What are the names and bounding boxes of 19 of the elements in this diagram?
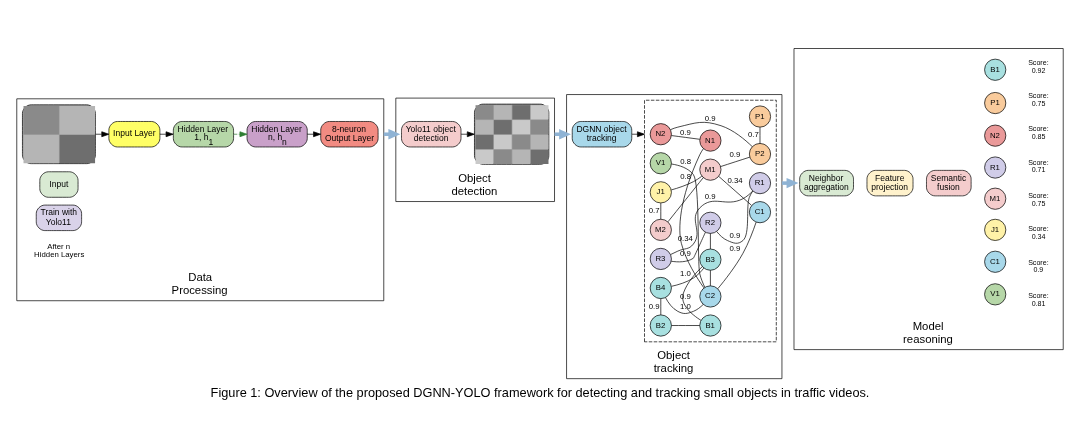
edge-label: 0.9 <box>679 248 691 258</box>
caption: Figure 1: Overview of the proposed DGNN-YOLO framework for detecting and tracking small objects in traffic videos. <box>210 384 870 400</box>
edge-label: 0.7 <box>648 205 660 215</box>
edge-label: 0.34 <box>727 175 743 185</box>
edge-label: 1.0 <box>679 268 691 278</box>
edge-label: 0.34 <box>677 233 693 243</box>
edge-label: 0.9 <box>729 230 741 240</box>
edge-label: 0.9 <box>729 149 741 159</box>
label: After n Hidden Layers <box>34 241 85 259</box>
edge-label: 0.7 <box>747 129 759 139</box>
edge-label: 0.9 <box>729 243 741 253</box>
edge-label: 0.8 <box>680 171 692 181</box>
edge-label: 0.9 <box>679 291 691 301</box>
edge-label: 0.9 <box>704 191 716 201</box>
edge-label: 0.8 <box>680 156 692 166</box>
edge-label: 0.9 <box>679 127 691 137</box>
edge-label: 1.0 <box>679 301 691 311</box>
edge-label: 0.9 <box>648 301 660 311</box>
edge-label: 0.9 <box>704 113 716 123</box>
